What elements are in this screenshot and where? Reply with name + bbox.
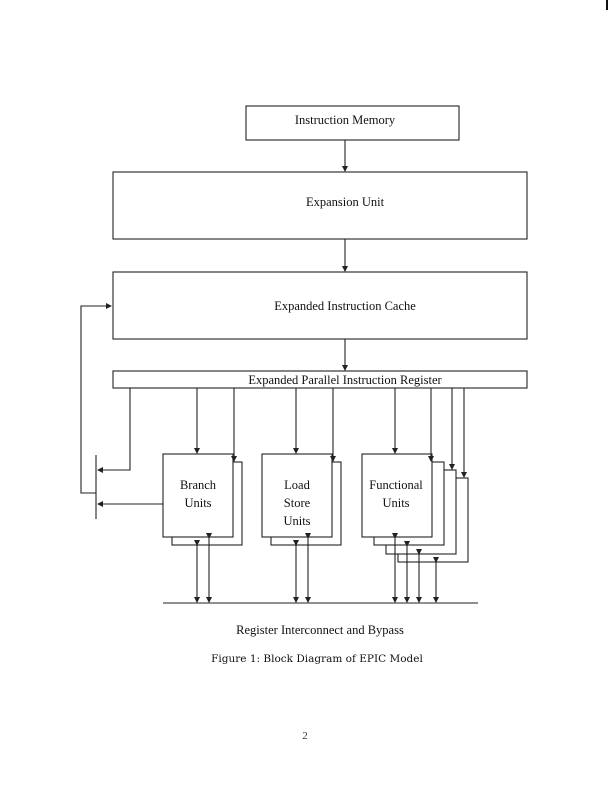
branch-units-block: Branch Units [162, 453, 243, 546]
load-store-units-block: Load Store Units [261, 453, 342, 546]
expansion-unit-block: Expansion Unit [112, 171, 528, 240]
register-to-mux-line [97, 388, 131, 473]
expanded-parallel-instruction-register-label: Expanded Parallel Instruction Register [248, 373, 442, 387]
expansion-unit-label: Expansion Unit [306, 195, 385, 209]
functional-units-label-line2: Units [382, 496, 409, 510]
bus-label: Register Interconnect and Bypass [236, 623, 404, 637]
load-store-units-label-line1: Load [284, 478, 310, 492]
functional-units-label-line1: Functional [369, 478, 423, 492]
branch-units-label-line1: Branch [180, 478, 217, 492]
functional-units-block: Functional Units [361, 453, 469, 563]
expanded-parallel-instruction-register-block: Expanded Parallel Instruction Register [112, 370, 528, 389]
expanded-instruction-cache-block: Expanded Instruction Cache [112, 271, 528, 340]
figure-caption: Figure 1: Block Diagram of EPIC Model [211, 653, 423, 665]
load-store-units-label-line3: Units [283, 514, 310, 528]
margin-mark [606, 0, 608, 10]
branch-units-label-line2: Units [184, 496, 211, 510]
page-number: 2 [302, 730, 308, 742]
load-store-units-label-line2: Store [284, 496, 311, 510]
expanded-instruction-cache-label: Expanded Instruction Cache [274, 299, 416, 313]
feedback-to-cache-line [80, 303, 112, 494]
instruction-memory-label: Instruction Memory [295, 113, 396, 127]
instruction-memory-block: Instruction Memory [245, 105, 460, 141]
